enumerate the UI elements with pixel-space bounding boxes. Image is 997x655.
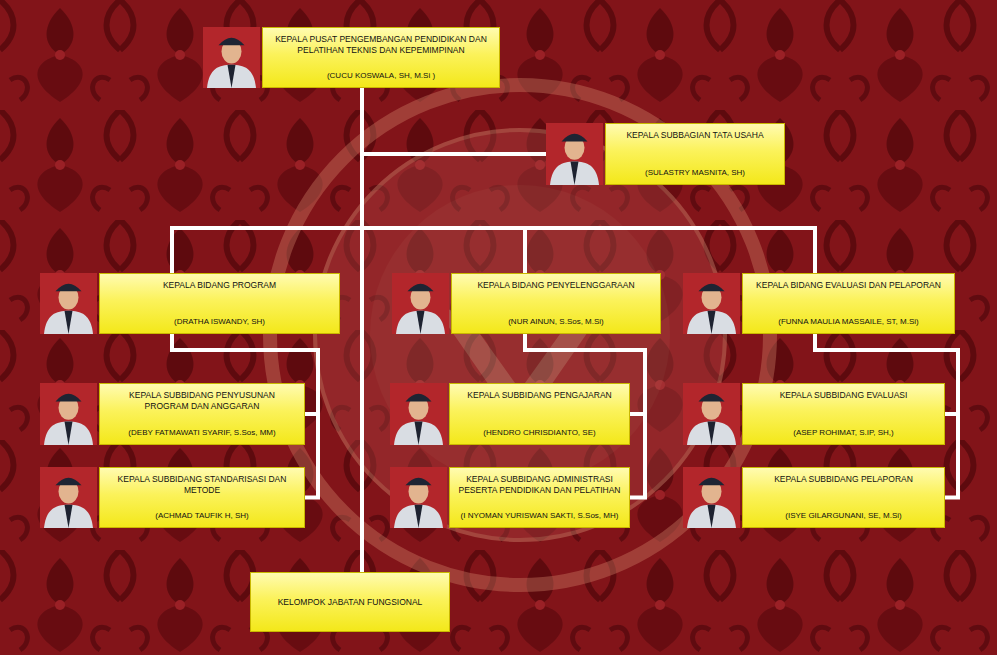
org-connector — [360, 88, 364, 572]
position-title: KEPALA SUBBIDANG EVALUASI — [749, 390, 938, 401]
name-card: KEPALA SUBBIDANG PENGAJARAN (HENDRO CHRIS… — [449, 383, 630, 445]
official-name: (DEBY FATMAWATI SYARIF, S.Sos, MM) — [106, 428, 298, 438]
person-photo — [546, 123, 603, 185]
org-unit-box: KEPALA SUBBIDANG EVALUASI (ASEP ROHIMAT, … — [683, 383, 945, 445]
position-title: KEPALA SUBBIDANG ADMINISTRASI PESERTA PE… — [456, 474, 623, 495]
org-connector — [362, 88, 525, 273]
org-connector — [172, 88, 362, 273]
org-unit-box: KEPALA SUBBIDANG PENYUSUNAN PROGRAM DAN … — [40, 383, 305, 445]
official-name: (ASEP ROHIMAT, S.IP, SH,) — [749, 428, 938, 438]
official-name: (DRATHA ISWANDY, SH) — [106, 317, 333, 327]
org-unit-box: KEPALA SUBBIDANG ADMINISTRASI PESERTA PE… — [390, 467, 630, 528]
official-name: (ISYE GILARGUNANI, SE, M.Si) — [749, 511, 938, 521]
name-card: KEPALA BIDANG PENYELENGGARAAN (NUR AINUN,… — [451, 273, 661, 334]
official-name: (FUNNA MAULIA MASSAILE, ST, M.Si) — [749, 317, 948, 327]
position-title: KEPALA SUBBIDANG PELAPORAN — [749, 474, 938, 485]
person-photo — [392, 273, 449, 334]
name-card: KEPALA BIDANG EVALUASI DAN PELAPORAN (FUN… — [742, 273, 955, 334]
official-name: (ACHMAD TAUFIK H, SH) — [106, 511, 298, 521]
person-photo — [683, 383, 740, 445]
position-title: KEPALA PUSAT PENGEMBANGAN PENDIDIKAN DAN… — [269, 34, 493, 55]
position-title: KELOMPOK JABATAN FUNGSIONAL — [257, 597, 443, 608]
official-name: (SULASTRY MASNITA, SH) — [612, 168, 778, 178]
name-card: KEPALA SUBBIDANG EVALUASI (ASEP ROHIMAT, … — [742, 383, 945, 445]
org-unit-box: KEPALA BIDANG EVALUASI DAN PELAPORAN (FUN… — [683, 273, 955, 334]
person-photo — [683, 273, 740, 334]
org-unit-box: KEPALA BIDANG PENYELENGGARAAN (NUR AINUN,… — [392, 273, 661, 334]
name-card: KEPALA SUBBIDANG PELAPORAN (ISYE GILARGUN… — [742, 467, 945, 528]
org-unit-box: KEPALA SUBBIDANG PELAPORAN (ISYE GILARGUN… — [683, 467, 945, 528]
position-title: KEPALA BIDANG EVALUASI DAN PELAPORAN — [749, 280, 948, 291]
person-photo — [683, 467, 740, 528]
person-photo — [40, 467, 97, 528]
org-connector — [362, 88, 815, 273]
org-unit-box: KEPALA SUBBAGIAN TATA USAHA (SULASTRY MAS… — [546, 123, 785, 185]
person-photo — [40, 273, 97, 334]
position-title: KEPALA BIDANG PENYELENGGARAAN — [458, 280, 654, 291]
name-card: KEPALA SUBBIDANG ADMINISTRASI PESERTA PE… — [449, 467, 630, 528]
position-title: KEPALA SUBBIDANG PENGAJARAN — [456, 390, 623, 401]
org-unit-box: KEPALA PUSAT PENGEMBANGAN PENDIDIKAN DAN… — [203, 27, 500, 88]
name-card: KEPALA PUSAT PENGEMBANGAN PENDIDIKAN DAN… — [262, 27, 500, 88]
org-unit-box: KEPALA BIDANG PROGRAM (DRATHA ISWANDY, SH… — [40, 273, 340, 334]
person-photo — [203, 27, 260, 88]
position-title: KEPALA BIDANG PROGRAM — [106, 280, 333, 291]
name-card: KEPALA SUBBAGIAN TATA USAHA (SULASTRY MAS… — [605, 123, 785, 185]
functional-group-box: KELOMPOK JABATAN FUNGSIONAL — [250, 572, 450, 632]
org-connector — [362, 88, 546, 154]
name-card: KELOMPOK JABATAN FUNGSIONAL — [250, 572, 450, 632]
person-photo — [40, 383, 97, 445]
person-photo — [390, 383, 447, 445]
org-unit-box: KEPALA SUBBIDANG STANDARISASI DAN METODE… — [40, 467, 305, 528]
person-photo — [390, 467, 447, 528]
name-card: KEPALA BIDANG PROGRAM (DRATHA ISWANDY, SH… — [99, 273, 340, 334]
position-title: KEPALA SUBBIDANG PENYUSUNAN PROGRAM DAN … — [106, 390, 298, 411]
org-unit-box: KEPALA SUBBIDANG PENGAJARAN (HENDRO CHRIS… — [390, 383, 630, 445]
position-title: KEPALA SUBBIDANG STANDARISASI DAN METODE — [106, 474, 298, 495]
official-name: (HENDRO CHRISDIANTO, SE) — [456, 428, 623, 438]
name-card: KEPALA SUBBIDANG PENYUSUNAN PROGRAM DAN … — [99, 383, 305, 445]
official-name: (I NYOMAN YURISWAN SAKTI, S.Sos, MH) — [456, 511, 623, 521]
name-card: KEPALA SUBBIDANG STANDARISASI DAN METODE… — [99, 467, 305, 528]
official-name: (NUR AINUN, S.Sos, M.Si) — [458, 317, 654, 327]
position-title: KEPALA SUBBAGIAN TATA USAHA — [612, 130, 778, 141]
official-name: (CUCU KOSWALA, SH, M.Si ) — [269, 71, 493, 81]
